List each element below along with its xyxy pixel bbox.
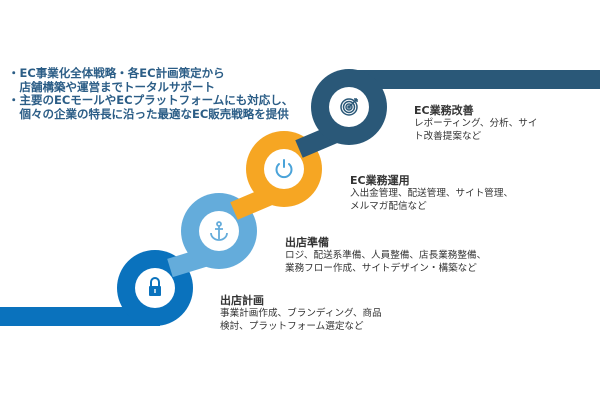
lock-icon (149, 277, 161, 296)
step-title: EC業務改善 (414, 104, 474, 117)
step-ring-center (264, 149, 304, 189)
intro-line: ・主要のECモールやECプラットフォームにも対応し、 (8, 93, 294, 107)
step-title: 出店準備 (285, 236, 329, 249)
top-band (345, 70, 600, 89)
step-desc: レポーティング、分析、サイ (414, 118, 538, 129)
target-icon (340, 98, 358, 116)
step-desc: ト改善提案など (414, 130, 482, 142)
intro-text: ・EC事業化全体戦略・各EC計画策定から 店舗構築や運営までトータルサポート ・… (8, 66, 294, 121)
step-desc: 事業計画作成、ブランディング、商品 (220, 308, 382, 319)
step-ec-improvement: EC業務改善 レポーティング、分析、サイ ト改善提案など (414, 104, 537, 143)
step-title: EC業務運用 (350, 174, 410, 187)
step-desc: 業務フロー作成、サイトデザイン・構築など (285, 262, 477, 274)
step-ec-operation: EC業務運用 入出金管理、配送管理、サイト管理、 メルマガ配信など (350, 174, 513, 213)
bottom-band (0, 307, 160, 326)
step-shop-preparation: 出店準備 ロジ、配送系準備、人員整備、店長業務整備、 業務フロー作成、サイトデザ… (285, 236, 486, 275)
step-shop-planning: 出店計画 事業計画作成、ブランディング、商品 検討、プラットフォーム選定など (220, 294, 382, 333)
step-desc: 入出金管理、配送管理、サイト管理、 (350, 188, 514, 199)
power-icon (275, 159, 293, 179)
step-desc: 検討、プラットフォーム選定など (220, 320, 364, 332)
intro-line: ・EC事業化全体戦略・各EC計画策定から (8, 66, 225, 80)
intro-line: 店舗構築や運営までトータルサポート (8, 79, 215, 94)
step-desc: ロジ、配送系準備、人員整備、店長業務整備、 (285, 250, 487, 261)
step-title: 出店計画 (220, 294, 264, 307)
intro-line: 個々の企業の特長に沿った最適なEC販売戦略を提供 (8, 106, 289, 121)
anchor-icon (210, 221, 228, 241)
step-desc: メルマガ配信など (350, 200, 427, 212)
